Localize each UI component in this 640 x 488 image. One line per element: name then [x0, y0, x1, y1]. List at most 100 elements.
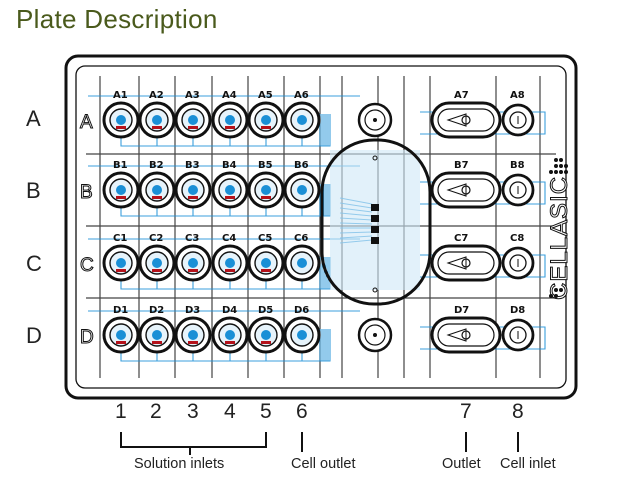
inlet-port	[116, 185, 126, 195]
well-label-c8: C8	[510, 233, 524, 244]
cell-inlet-inner	[509, 181, 527, 199]
well-label-c1: C1	[113, 233, 127, 244]
well-label-d2: D2	[149, 305, 164, 316]
inlet-marker	[261, 126, 271, 129]
caption-brackets	[120, 432, 519, 455]
inlet-marker	[116, 196, 126, 199]
inlet-marker	[152, 269, 162, 272]
well-label-a8: A8	[510, 90, 525, 101]
inlet-marker	[116, 126, 126, 129]
well-label-c7: C7	[454, 233, 468, 244]
channel-line	[265, 184, 329, 217]
caption-cell-outlet: Cell outlet	[291, 456, 356, 472]
well-label-c2: C2	[149, 233, 163, 244]
well-label-c3: C3	[185, 233, 199, 244]
inlet-port	[225, 115, 235, 125]
inlet-port	[297, 258, 307, 268]
inlet-port	[116, 258, 126, 268]
well-label-a1: A1	[113, 90, 128, 101]
inlet-marker	[261, 269, 271, 272]
well-label-d5: D5	[258, 305, 273, 316]
logo-dot	[559, 288, 563, 292]
channel-line	[301, 114, 331, 147]
row-label-b: B	[26, 178, 41, 203]
chamber-access-well-dot	[373, 333, 377, 337]
inlet-marker	[116, 269, 126, 272]
well-label-c5: C5	[258, 233, 272, 244]
inlet-port	[188, 185, 198, 195]
outlet-port	[446, 113, 467, 127]
well-label-d1: D1	[113, 305, 128, 316]
column-label-8: 8	[512, 400, 524, 423]
inlet-port	[261, 185, 271, 195]
well-label-d7: D7	[454, 305, 469, 316]
well-label-b3: B3	[185, 160, 200, 171]
chamber-marker	[371, 215, 379, 222]
logo-dot	[564, 170, 568, 174]
outlet-port-ring	[461, 185, 471, 195]
inlet-marker	[188, 269, 198, 272]
inlet-port	[297, 115, 307, 125]
well-label-b7: B7	[454, 160, 469, 171]
well-label-b5: B5	[258, 160, 273, 171]
inlet-port	[116, 330, 126, 340]
well-label-a5: A5	[258, 90, 273, 101]
plate-outline	[64, 54, 578, 400]
channel-line	[301, 329, 331, 362]
well-label-d4: D4	[222, 305, 237, 316]
chamber-access-well-inner	[364, 109, 386, 131]
chamber-marker	[371, 226, 379, 233]
chamber-access-well-inner	[364, 324, 386, 346]
inlet-marker	[225, 126, 235, 129]
cell-inlet-inner	[509, 254, 527, 272]
outlet-well-inner	[437, 323, 495, 347]
outlet-port	[446, 328, 467, 342]
outlet-port	[446, 183, 467, 197]
inlet-port	[297, 185, 307, 195]
plate-row-letter-a: A	[80, 112, 93, 133]
well-label-d6: D6	[294, 305, 309, 316]
inlet-marker	[188, 126, 198, 129]
logo-dot	[554, 170, 558, 174]
logo-dot	[554, 164, 558, 168]
column-label-1: 1	[115, 400, 127, 423]
chamber-access-well-dot	[373, 118, 377, 122]
inlet-port	[225, 185, 235, 195]
logo-dot	[559, 164, 563, 168]
chamber-port	[372, 287, 378, 293]
inlet-marker	[225, 341, 235, 344]
well-label-a7: A7	[454, 90, 469, 101]
well-label-b2: B2	[149, 160, 164, 171]
inlet-port	[152, 330, 162, 340]
well-label-a4: A4	[222, 90, 237, 101]
inlet-port	[116, 115, 126, 125]
column-label-7: 7	[460, 400, 472, 423]
inlet-port	[297, 330, 307, 340]
column-label-4: 4	[224, 400, 236, 423]
inlet-port	[225, 330, 235, 340]
plate-inner-outline	[75, 65, 567, 389]
caption-solution-inlets: Solution inlets	[134, 456, 225, 472]
inlet-port	[152, 185, 162, 195]
inlet-port	[188, 330, 198, 340]
logo-dot	[549, 170, 553, 174]
inlet-port	[188, 115, 198, 125]
well-label-c4: C4	[222, 233, 236, 244]
caption-outlet: Outlet	[442, 456, 481, 472]
channel-line	[265, 257, 329, 290]
well-label-b6: B6	[294, 160, 309, 171]
inlet-port	[152, 115, 162, 125]
outlet-well-inner	[437, 251, 495, 275]
inlet-marker	[261, 341, 271, 344]
well-label-b8: B8	[510, 160, 525, 171]
well-label-b4: B4	[222, 160, 237, 171]
inlet-marker	[152, 196, 162, 199]
caption-cell-inlet: Cell inlet	[500, 456, 556, 472]
column-label-5: 5	[260, 400, 272, 423]
inlet-marker	[225, 269, 235, 272]
chamber-port	[372, 155, 378, 161]
column-label-2: 2	[150, 400, 162, 423]
row-label-d: D	[26, 323, 42, 348]
cell-inlet-inner	[509, 326, 527, 344]
